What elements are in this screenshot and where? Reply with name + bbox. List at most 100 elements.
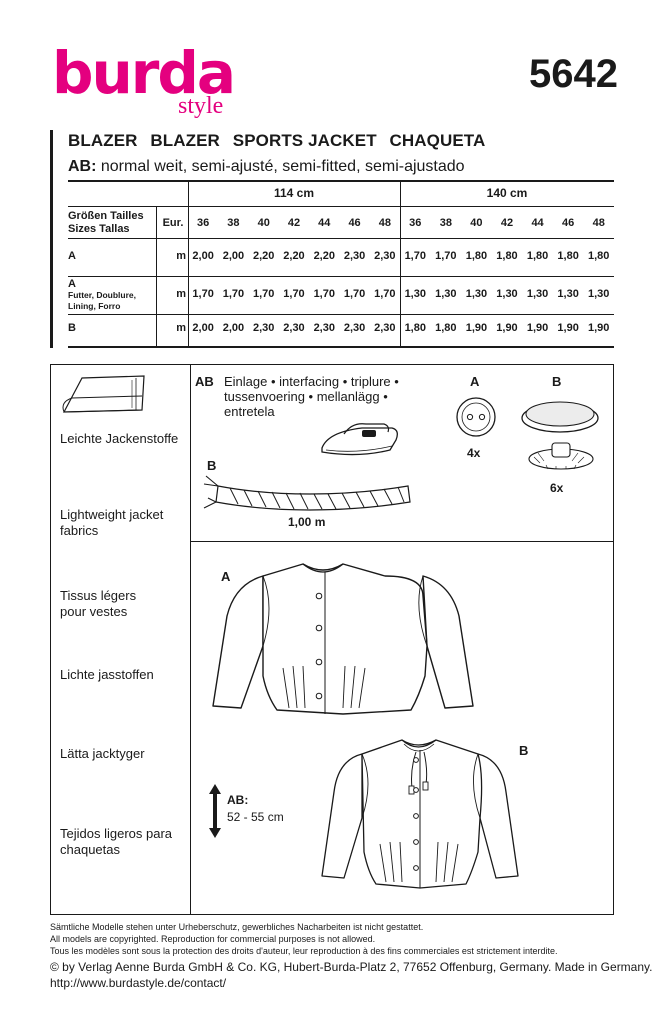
yardage-cell: 1,70 (313, 288, 335, 300)
pattern-number: 5642 (529, 52, 618, 96)
iron-icon (321, 423, 398, 456)
size-header: 48 (592, 217, 605, 229)
size-header: 48 (378, 217, 391, 229)
yardage-cell: 1,80 (496, 250, 518, 262)
yardage-cell: 1,80 (587, 250, 610, 262)
snap-cap-icon (521, 401, 599, 433)
copyright-de: Sämtliche Modelle stehen unter Urhebersc… (50, 922, 424, 932)
row-label: B (68, 322, 76, 334)
size-header: 40 (257, 217, 270, 229)
yardage-cell: 1,30 (435, 288, 457, 300)
yardage-cell: 1,70 (343, 288, 366, 300)
fabric-desc-de: Leichte Jackenstoffe (60, 431, 179, 446)
yardage-cell: 2,30 (252, 322, 275, 334)
size-header: 42 (287, 217, 301, 229)
yardage-cell: 2,30 (374, 322, 396, 334)
table-col-rule (156, 206, 157, 346)
yardage-cell: 1,70 (192, 288, 214, 300)
yardage-cell: 2,20 (252, 250, 275, 262)
title-fr: BLAZER (150, 131, 220, 150)
table-rule (68, 180, 614, 182)
size-header: 44 (318, 217, 331, 229)
button-icon (456, 397, 496, 437)
yardage-cell: 1,90 (587, 322, 610, 334)
yardage-cell: 1,30 (404, 288, 426, 300)
yardage-cell: 1,70 (374, 288, 396, 300)
logo-text: burda (52, 39, 236, 107)
yardage-cell: 1,30 (496, 288, 518, 300)
yardage-cell: 1,80 (557, 250, 579, 262)
row-label: A (68, 250, 76, 262)
yardage-cell: 1,80 (526, 250, 549, 262)
title-de: BLAZER (68, 131, 138, 150)
copyright-en: All models are copyrighted. Reproduction… (50, 934, 376, 944)
contact-link[interactable]: http://www.burdastyle.de/contact/ (50, 976, 227, 990)
jacket-a-illustration (212, 563, 474, 715)
size-header: 38 (439, 217, 452, 229)
yardage-cell: 1,80 (404, 322, 426, 334)
yardage-cell: 1,70 (435, 250, 457, 262)
fit-prefix: AB: (68, 158, 97, 175)
yardage-cell: 2,20 (283, 250, 305, 262)
size-label-en-es: Sizes Tallas (68, 223, 130, 235)
yardage-cell: 1,80 (465, 250, 488, 262)
logo-subtext: style (178, 93, 224, 119)
snap-b-qty: 6x (550, 481, 564, 495)
size-header: 46 (562, 217, 575, 229)
fabric-desc-sv: Lätta jacktyger (60, 746, 145, 761)
yardage-cell: 2,00 (192, 322, 214, 334)
yardage-cell: 2,30 (283, 322, 305, 334)
unit-label: m (176, 250, 186, 262)
length-label: AB: (227, 793, 249, 807)
copyright-fr: Tous les modèles sont sous la protection… (50, 946, 558, 956)
jacket-b-illustration (321, 739, 519, 889)
yardage-cell: 1,30 (587, 288, 610, 300)
view-a-label: A (221, 569, 231, 584)
cord-label: B (207, 458, 217, 473)
cord-icon (203, 475, 411, 511)
unit-label: m (176, 322, 186, 334)
yardage-cell: 2,30 (313, 322, 335, 334)
yardage-cell: 2,30 (343, 250, 366, 262)
width-header-140: 140 cm (486, 186, 528, 200)
yardage-cell: 2,00 (222, 322, 245, 334)
size-header: 36 (409, 217, 422, 229)
title-es: CHAQUETA (389, 131, 486, 150)
burda-style-logo: burda style (52, 44, 242, 124)
button-a-qty: 4x (467, 446, 481, 460)
size-header: 40 (470, 217, 483, 229)
view-b-label: B (519, 743, 529, 758)
button-a-label: A (470, 374, 480, 389)
yardage-cell: 1,70 (283, 288, 305, 300)
table-rule (68, 314, 614, 315)
yardage-cell: 2,00 (192, 250, 214, 262)
yardage-cell: 2,20 (313, 250, 335, 262)
fabrics-notions-box (50, 364, 614, 915)
fabric-bolt-icon (62, 375, 145, 413)
table-rule (68, 238, 614, 239)
title-en: SPORTS JACKET (232, 131, 377, 150)
size-header: 38 (227, 217, 240, 229)
table-rule (68, 346, 614, 348)
yardage-cell: 1,90 (496, 322, 518, 334)
eur-label: Eur. (162, 217, 184, 229)
table-rule (68, 206, 614, 207)
fabric-desc-nl: Lichte jasstoffen (60, 667, 154, 682)
yardage-cell: 2,30 (374, 250, 396, 262)
size-header: 36 (197, 217, 210, 229)
yardage-cell: 1,30 (526, 288, 549, 300)
yardage-cell: 1,90 (557, 322, 579, 334)
size-header: 42 (500, 217, 514, 229)
yardage-cell: 1,30 (465, 288, 488, 300)
publisher-address: © by Verlag Aenne Burda GmbH & Co. KG, H… (50, 960, 653, 974)
header-rule (50, 130, 53, 348)
table-col-rule (188, 180, 189, 346)
table-rule (68, 276, 614, 277)
length-arrow-icon (209, 784, 221, 838)
yardage-cell: 1,70 (252, 288, 275, 300)
row-label: A (68, 278, 76, 290)
snap-socket-icon (528, 442, 594, 470)
length-value: 52 - 55 cm (227, 810, 284, 824)
yardage-cell: 1,70 (222, 288, 245, 300)
table-col-rule (400, 180, 401, 346)
